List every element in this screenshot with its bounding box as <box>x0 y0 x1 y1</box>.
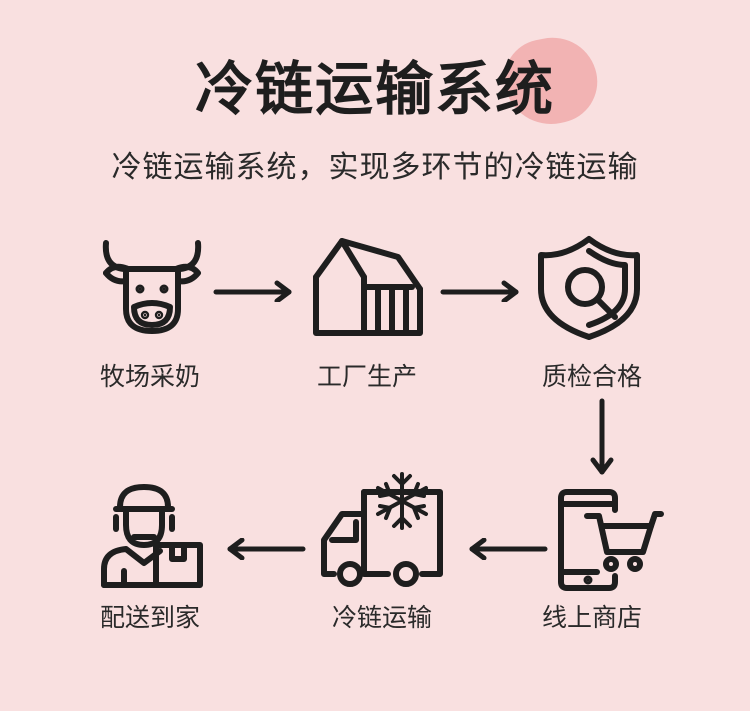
step-label: 牧场采奶 <box>99 362 200 391</box>
quality-shield-icon <box>538 236 640 340</box>
step-label: 质检合格 <box>541 362 642 391</box>
page-subtitle: 冷链运输系统，实现多环节的冷链运输 <box>111 150 639 185</box>
step-label: 工厂生产 <box>316 362 417 391</box>
step-label: 配送到家 <box>99 603 200 632</box>
flow-arrow-left <box>469 538 548 560</box>
flow-arrow-right <box>440 280 519 302</box>
delivery-person-icon <box>101 484 203 588</box>
flow-arrow-down <box>590 398 614 475</box>
step-label: 线上商店 <box>541 603 642 632</box>
flow-arrow-left <box>227 538 306 560</box>
step-label: 冷链运输 <box>331 603 432 632</box>
cow-icon <box>102 240 202 334</box>
page-title: 冷链运输系统 <box>194 55 555 123</box>
refrigerated-truck-icon <box>321 472 443 587</box>
phone-cart-icon <box>558 489 664 591</box>
factory-icon <box>313 238 423 336</box>
flow-arrow-right <box>213 280 292 302</box>
